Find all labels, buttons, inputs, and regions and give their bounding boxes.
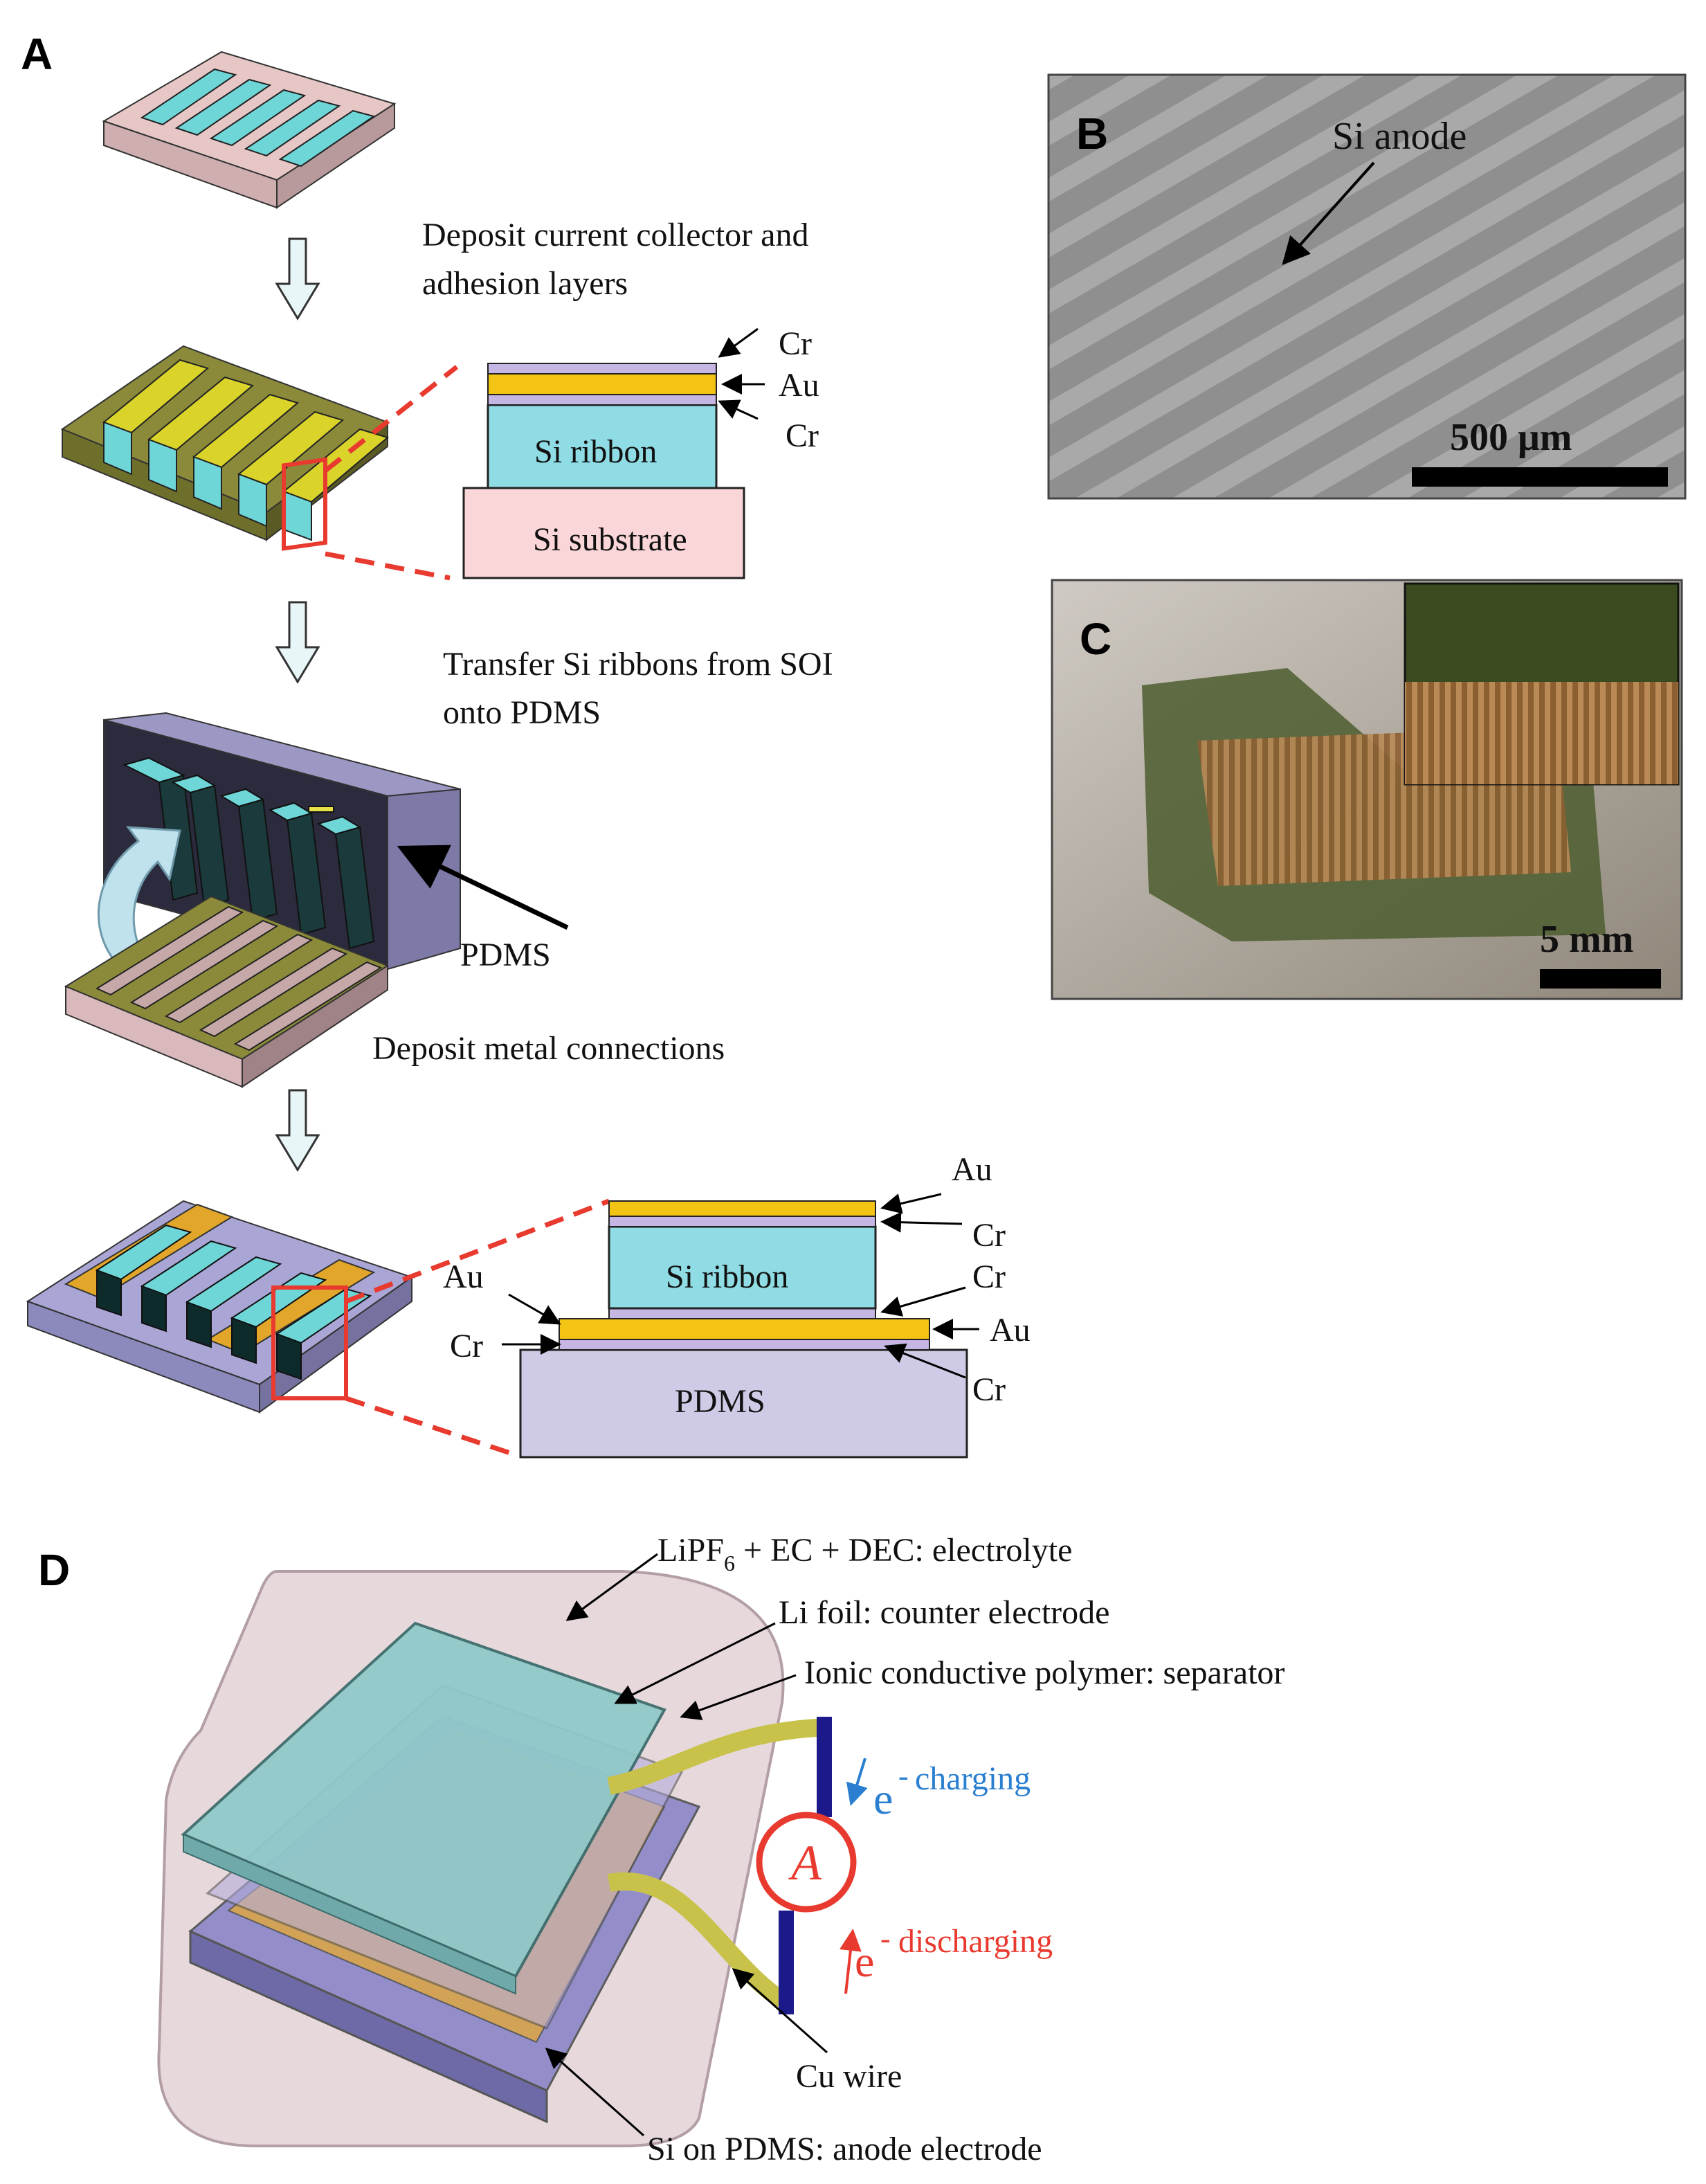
cu-wire-label: Cu wire (796, 2058, 902, 2095)
discharging-label: discharging (898, 1923, 1053, 1960)
cross1-substrate-label: Si substrate (533, 521, 687, 558)
battery-cell-illustration (157, 1570, 831, 2147)
cross2-au-top-label: Au (952, 1151, 992, 1188)
panel-a-letter: A (21, 29, 53, 79)
cross2-cr-top-label: Cr (972, 1217, 1006, 1254)
zoom-line-1b (325, 551, 451, 581)
charging-label: charging (915, 1760, 1031, 1797)
pdms-stamp-label: PDMS (460, 937, 551, 973)
cross2-ribbon-label: Si ribbon (666, 1258, 788, 1295)
step-arrow-1 (275, 237, 320, 321)
step1-substrate-illustration (102, 51, 397, 209)
cross2-au-right-label: Au (990, 1312, 1031, 1348)
zoom-line-2a (345, 1198, 610, 1304)
cross2-cr-left-label: Cr (450, 1328, 483, 1364)
pdms-pointer (397, 845, 569, 930)
si-substrate-layer (462, 487, 745, 579)
electrolyte-pointer (565, 1553, 658, 1621)
discharging-e: e (855, 1937, 874, 1986)
ammeter-symbol: A (788, 1835, 822, 1890)
step3-text: Deposit metal connections (372, 1030, 725, 1067)
cross-section-1 (462, 363, 745, 579)
step2-text-line2: onto PDMS (443, 694, 601, 731)
au-top-layer-2 (608, 1200, 876, 1217)
cross2-cr-top-pointer (880, 1211, 963, 1233)
panel-c-letter: C (1080, 614, 1111, 664)
panel-b-scale-bar (1412, 467, 1668, 487)
panel-c-photo (1051, 579, 1683, 1000)
final-device-illustration (26, 1200, 414, 1414)
separator-pointer (680, 1674, 797, 1720)
cross1-cr-top-label: Cr (779, 325, 812, 362)
si-ribbon-layer-2 (608, 1225, 877, 1310)
zoom-line-1a (323, 365, 459, 473)
au-layer (487, 373, 717, 395)
pdms-base-layer (519, 1348, 968, 1459)
cross2-au-top-pointer (880, 1193, 942, 1214)
panel-b-sem-image (1047, 73, 1687, 500)
separator-label: Ionic conductive polymer: separator (804, 1654, 1285, 1691)
cross2-au-left-pointer (508, 1293, 561, 1325)
cross2-cr-right-pointer (884, 1343, 966, 1379)
charging-arrow (846, 1758, 868, 1806)
counter-electrode-label: Li foil: counter electrode (779, 1594, 1109, 1631)
cross2-cr-mid-pointer (880, 1286, 966, 1317)
panel-c-scale-bar (1540, 969, 1661, 989)
cross2-cr-right-label: Cr (972, 1371, 1006, 1408)
step-arrow-3 (275, 1089, 320, 1172)
step1-text-line2: adhesion layers (422, 265, 628, 302)
panel-d-letter: D (38, 1545, 70, 1595)
cross2-cr-mid-label: Cr (972, 1258, 1006, 1295)
cross1-au-label: Au (779, 367, 819, 404)
panel-c-scale-text: 5 mm (1540, 918, 1633, 961)
si-anode-label: Si anode (1332, 115, 1467, 158)
cross-section-2 (519, 1200, 968, 1459)
grooved-substrate-illustration (64, 895, 390, 1088)
cr-bottom-pointer (718, 399, 759, 420)
circuit-segment-top (817, 1717, 832, 1817)
step1-text-line1: Deposit current collector and (422, 217, 808, 253)
cross2-pdms-label: PDMS (675, 1383, 765, 1420)
anode-electrode-label: Si on PDMS: anode electrode (647, 2131, 1042, 2167)
cr-mid-layer (608, 1308, 876, 1319)
step-arrow-2 (275, 601, 320, 684)
zoom-line-2b (345, 1396, 514, 1456)
au-base-layer (559, 1318, 930, 1340)
cr-top-layer-2 (608, 1216, 876, 1227)
cr-top-pointer (718, 327, 759, 358)
electrolyte-label: LiPF6 + EC + DEC: electrolyte (657, 1532, 1072, 1576)
discharging-e-sup: - (880, 1922, 891, 1956)
si-anode-pointer (1282, 161, 1375, 265)
si-ribbon-layer (487, 404, 718, 489)
step2-text-line1: Transfer Si ribbons from SOI (443, 646, 833, 683)
panel-b-scale-text: 500 μm (1450, 416, 1572, 459)
counter-electrode-pointer (614, 1622, 776, 1704)
cr-top-layer (487, 363, 717, 374)
cr-base-layer (559, 1339, 930, 1351)
step2-coated-illustration (60, 345, 390, 551)
panel-b-letter: B (1076, 109, 1108, 159)
cr-bottom-layer (487, 394, 717, 406)
cross2-au-left-label: Au (443, 1258, 484, 1295)
cross1-cr-bottom-label: Cr (786, 417, 819, 454)
discharging-arrow (840, 1929, 862, 1994)
charging-e: e (873, 1774, 893, 1823)
charging-e-sup: - (898, 1759, 909, 1793)
ammeter-icon (756, 1812, 857, 1913)
anode-electrode-pointer (545, 2048, 644, 2137)
cu-wire-pointer (732, 1968, 828, 2054)
cross1-ribbon-label: Si ribbon (534, 433, 657, 470)
circuit-segment-bottom (779, 1911, 794, 2014)
